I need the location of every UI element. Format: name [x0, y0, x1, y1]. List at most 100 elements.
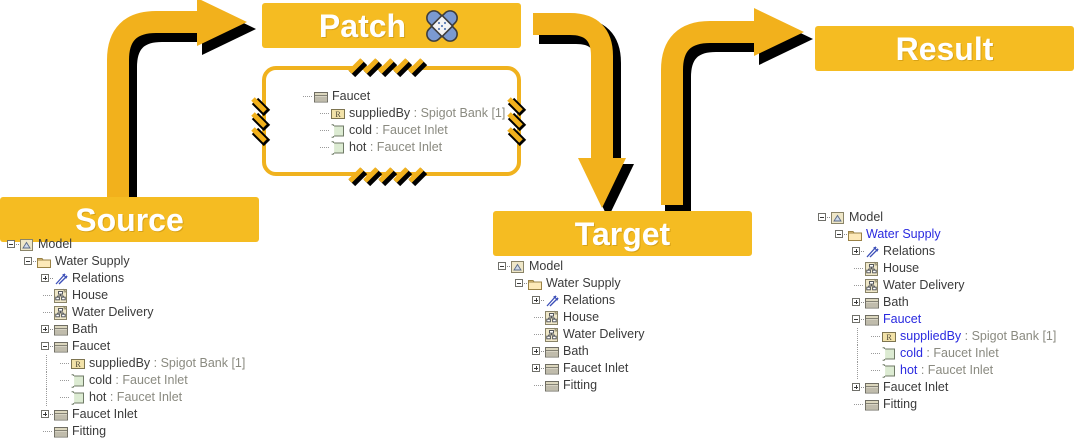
block-icon — [864, 312, 880, 328]
tree-row[interactable]: Bath — [817, 294, 1056, 311]
tree-item-label: Faucet — [883, 312, 922, 326]
tree-item-label: Faucet — [72, 339, 111, 353]
expand-icon[interactable] — [40, 406, 53, 423]
port-icon — [881, 346, 897, 362]
tree-row[interactable]: Fitting — [6, 423, 245, 440]
tree-row[interactable]: Bath — [6, 321, 245, 338]
tree-indent — [834, 345, 851, 362]
tree-row[interactable]: House — [497, 309, 645, 326]
tree-item-label: Model — [849, 210, 884, 224]
expand-icon[interactable] — [851, 379, 864, 396]
expand-icon[interactable] — [40, 321, 53, 338]
tree-row[interactable]: Fitting — [817, 396, 1056, 413]
tree-branch-line — [868, 328, 881, 345]
tree-indent — [23, 287, 40, 304]
tree-row[interactable]: Relations — [817, 243, 1056, 260]
tree-indent — [834, 396, 851, 413]
tree-row[interactable]: Water Supply — [817, 226, 1056, 243]
tree-row[interactable]: Faucet Inlet — [817, 379, 1056, 396]
tree-item-label: Bath — [72, 322, 98, 336]
tree-indent — [514, 309, 531, 326]
tree-item-label: Fitting — [563, 378, 598, 392]
tree-branch-line — [40, 287, 53, 304]
collapse-icon[interactable] — [817, 209, 830, 226]
tree-row[interactable]: cold : Faucet Inlet — [817, 345, 1056, 362]
tree-row[interactable]: Water Supply — [6, 253, 245, 270]
tree-row[interactable]: Model — [6, 236, 245, 253]
tree-indent — [497, 377, 514, 394]
tree-row[interactable]: Model — [817, 209, 1056, 226]
tree-indent — [834, 277, 851, 294]
tree-indent — [817, 277, 834, 294]
tree-indent — [834, 311, 851, 328]
diagram-icon — [544, 310, 560, 326]
tree-row[interactable]: Bath — [497, 343, 645, 360]
expand-icon[interactable] — [851, 294, 864, 311]
block-icon — [544, 361, 560, 377]
tree-branch-line — [851, 260, 864, 277]
tree-indent — [300, 139, 317, 156]
tree-item-label: House — [883, 261, 920, 275]
patch-title: Patch — [318, 7, 407, 44]
tree-row[interactable]: Fitting — [497, 377, 645, 394]
tree-row[interactable]: House — [817, 260, 1056, 277]
arrow-target-to-result — [672, 8, 804, 205]
tree-row[interactable]: Model — [497, 258, 645, 275]
tree-item-label: suppliedBy : Spigot Bank [1] — [900, 329, 1057, 343]
tree-branch-line — [531, 326, 544, 343]
collapse-icon[interactable] — [851, 311, 864, 328]
svg-text:R: R — [886, 333, 892, 342]
expand-icon[interactable] — [40, 270, 53, 287]
expand-icon[interactable] — [851, 243, 864, 260]
tree-row[interactable]: Water Delivery — [497, 326, 645, 343]
port-icon — [70, 390, 86, 406]
tree-item-label: Bath — [883, 295, 909, 309]
tree-row[interactable]: cold : Faucet Inlet — [300, 122, 505, 139]
tree-row[interactable]: Faucet — [6, 338, 245, 355]
tree-branch-line — [531, 309, 544, 326]
tree-row[interactable]: cold : Faucet Inlet — [6, 372, 245, 389]
port-icon — [881, 363, 897, 379]
tree-indent — [6, 372, 23, 389]
relations-icon — [53, 271, 69, 287]
tree-indent — [40, 372, 57, 389]
tree-row[interactable]: Faucet Inlet — [497, 360, 645, 377]
collapse-icon[interactable] — [497, 258, 510, 275]
tree-row[interactable]: Water Delivery — [6, 304, 245, 321]
tree-row[interactable]: Relations — [6, 270, 245, 287]
expand-icon[interactable] — [531, 292, 544, 309]
tree-branch-line — [40, 304, 53, 321]
tree-indent — [6, 355, 23, 372]
tree-indent — [514, 360, 531, 377]
tree-row[interactable]: Water Supply — [497, 275, 645, 292]
expand-icon[interactable] — [531, 360, 544, 377]
collapse-icon[interactable] — [23, 253, 36, 270]
tree-row[interactable]: Water Delivery — [817, 277, 1056, 294]
tree-row[interactable]: House — [6, 287, 245, 304]
tree-row[interactable]: Relations — [497, 292, 645, 309]
port-icon — [330, 140, 346, 156]
tree-indent — [6, 338, 23, 355]
tree-indent — [834, 243, 851, 260]
tree-row[interactable]: Faucet — [300, 88, 505, 105]
tree-row[interactable]: hot : Faucet Inlet — [817, 362, 1056, 379]
tree-indent — [851, 362, 868, 379]
tree-row[interactable]: Faucet — [817, 311, 1056, 328]
expand-icon[interactable] — [531, 343, 544, 360]
tree-row[interactable]: Faucet Inlet — [6, 406, 245, 423]
collapse-icon[interactable] — [40, 338, 53, 355]
collapse-icon[interactable] — [6, 236, 19, 253]
tree-row[interactable]: hot : Faucet Inlet — [300, 139, 505, 156]
tree-row[interactable]: hot : Faucet Inlet — [6, 389, 245, 406]
collapse-icon[interactable] — [514, 275, 527, 292]
collapse-icon[interactable] — [834, 226, 847, 243]
target-title: Target — [574, 215, 671, 252]
tree-indent — [40, 355, 57, 372]
